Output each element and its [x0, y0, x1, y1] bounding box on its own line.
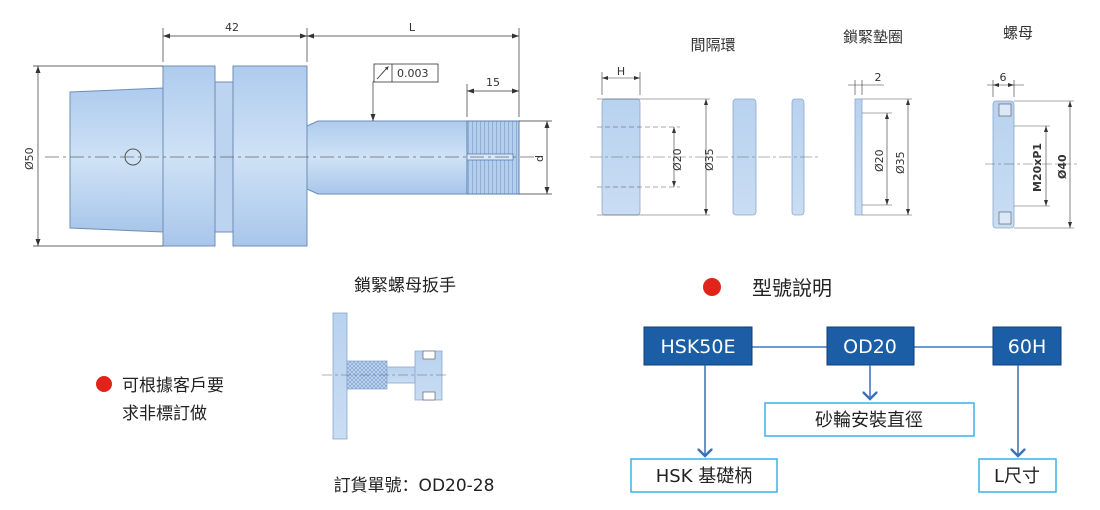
nut-drawing: 螺母 6 M20xP1 Ø40	[985, 24, 1080, 229]
tolerance-value: 0.003	[397, 67, 429, 80]
dim-15: 15	[486, 76, 500, 89]
lock-washer-label: 鎖緊墊圈	[843, 28, 903, 46]
runout-icon	[376, 66, 389, 80]
model-explanation: 型號說明 HSK50E OD20 60H 砂輪安裝直徑 HSK 基礎柄 L尺寸	[630, 276, 1062, 493]
wrench-title: 鎖緊螺母扳手	[354, 276, 456, 296]
code-box-l	[992, 326, 1062, 366]
dim-phi50: Ø50	[23, 147, 36, 170]
flange	[162, 65, 216, 247]
code-box-hsk	[643, 326, 753, 366]
dim-H: H	[617, 65, 625, 78]
bullet-dot	[96, 376, 112, 392]
collar	[232, 65, 308, 247]
custom-note-line2: 求非標訂做	[122, 404, 207, 424]
code-od: OD20	[843, 336, 897, 358]
dim-2: 2	[875, 71, 882, 84]
dim-phi20-washer: Ø20	[873, 149, 886, 172]
code-hsk: HSK50E	[661, 336, 736, 358]
dim-d: d	[533, 155, 546, 162]
desc-hsk: HSK 基礎柄	[656, 466, 753, 487]
tolerance-frame	[373, 63, 439, 83]
bullet-dot	[703, 278, 721, 296]
code-l: 60H	[1008, 336, 1046, 358]
custom-note: 可根據客戶要 求非標訂做	[96, 376, 224, 424]
hsk-taper	[69, 87, 164, 233]
shaft	[306, 120, 468, 195]
desc-box-hsk	[630, 458, 778, 493]
dim-6: 6	[1000, 71, 1007, 84]
dim-phi20-spacer: Ø20	[671, 148, 684, 171]
desc-l: L尺寸	[994, 466, 1040, 487]
nut-label: 螺母	[1003, 24, 1033, 42]
desc-box-l	[978, 458, 1057, 493]
nut-body	[992, 100, 1015, 229]
washer-body	[854, 98, 863, 216]
order-number: 訂貨單號：OD20-28	[334, 476, 495, 496]
dim-phi35-spacer: Ø35	[703, 148, 716, 171]
wrench-handle	[332, 312, 348, 440]
custom-note-line1: 可根據客戶要	[122, 376, 224, 396]
desc-od: 砂輪安裝直徑	[815, 410, 923, 431]
desc-box-od	[764, 402, 975, 437]
dim-phi35-washer: Ø35	[894, 151, 907, 174]
model-title: 型號說明	[752, 276, 832, 300]
dim-42: 42	[225, 21, 239, 34]
dim-L: L	[409, 21, 416, 34]
arbor-drawing: 42 L 0.003 15 Ø50 d	[23, 21, 552, 247]
dim-thread: M20xP1	[1031, 143, 1044, 192]
spacer-ring-drawing: 間隔環 H Ø20 Ø35	[590, 36, 818, 216]
lock-washer-drawing: 鎖緊墊圈 2 Ø20 Ø35	[843, 28, 912, 216]
dim-phi40: Ø40	[1056, 154, 1069, 179]
spacer-ring-label: 間隔環	[690, 36, 735, 54]
wrench-drawing: 鎖緊螺母扳手 訂貨單號：OD20-28	[322, 276, 494, 496]
